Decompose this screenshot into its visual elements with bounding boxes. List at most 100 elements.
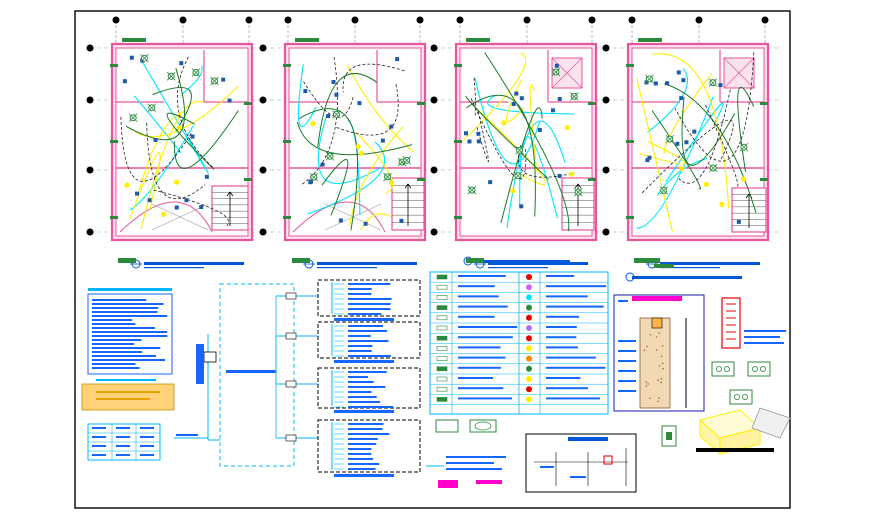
outlet-symbol — [557, 96, 562, 101]
circuit-wire — [317, 73, 378, 148]
stair-arrow — [404, 183, 412, 226]
legend-symbol — [526, 345, 532, 352]
circuit-tag — [760, 178, 768, 181]
circuit-tag — [626, 216, 634, 219]
table-cell-text — [116, 454, 130, 456]
grounding-label — [618, 340, 636, 342]
legend-description — [546, 377, 581, 379]
circuit-wire — [639, 140, 686, 165]
circuit-tag — [638, 38, 662, 42]
light-fixture-cross — [513, 171, 523, 181]
soil-dot — [643, 349, 646, 352]
table-cell-text — [116, 427, 130, 429]
outlet-symbol — [476, 139, 481, 144]
outlet-symbol — [122, 79, 127, 84]
panel-circuit-text — [348, 433, 390, 435]
soil-dot — [655, 336, 658, 338]
circuit-tag — [110, 216, 118, 219]
light-fixture-cross — [659, 186, 669, 195]
grid-bubble — [602, 44, 610, 52]
soil-dot — [660, 355, 663, 358]
circuit-wire — [299, 108, 359, 231]
soil-dot — [657, 379, 659, 381]
detail-box — [435, 419, 459, 433]
soil-dot — [658, 365, 661, 367]
outlet-symbol — [647, 155, 652, 160]
legend-description — [546, 356, 596, 359]
grid-bubble — [284, 16, 292, 24]
circuit-wire — [678, 89, 731, 184]
panel-circuit-text — [348, 335, 371, 337]
notes-frame — [87, 293, 173, 375]
circuit-wire — [484, 52, 570, 232]
plan-title-bar — [317, 262, 417, 265]
panel-circuit-text — [348, 448, 372, 450]
circuit-tag — [244, 102, 252, 105]
soil-dot — [662, 362, 664, 365]
circuit-wire — [166, 112, 215, 170]
panel-circuit-text — [348, 298, 392, 300]
summary-text — [96, 391, 160, 393]
plan-tag — [654, 264, 674, 268]
grounding-title — [632, 296, 682, 301]
outlet-symbol — [676, 70, 681, 75]
panel-circuit-text — [348, 386, 386, 388]
circuit-wire — [321, 158, 349, 216]
panel-title-bar — [334, 410, 394, 413]
soil-dot — [645, 381, 647, 383]
riser-diagram — [174, 283, 318, 467]
circuit-tag — [283, 216, 291, 219]
plan-tag — [634, 258, 660, 263]
legend-description — [546, 275, 575, 277]
detail-socket — [474, 421, 492, 431]
soil-dot — [647, 383, 649, 385]
legend-symbol — [526, 284, 532, 291]
panel-circuit-text — [348, 458, 374, 460]
switch-toggle — [666, 432, 672, 440]
circuit-wire — [152, 86, 192, 132]
meter-detail-title — [568, 437, 608, 441]
circuit-wire — [173, 110, 239, 169]
circuit-wire — [674, 52, 755, 162]
legend-description — [458, 315, 495, 318]
circuit-wire — [335, 84, 399, 136]
light-fixture-cross — [551, 67, 561, 77]
circuit-wire — [652, 53, 730, 209]
legend-symbol — [526, 355, 532, 362]
light-fixture-cross — [665, 134, 675, 144]
circuit-wire — [153, 189, 229, 227]
summary-title-bar — [96, 379, 156, 381]
device-plate — [747, 361, 771, 377]
load-table — [87, 423, 161, 461]
grounding-label — [618, 350, 636, 352]
legend-symbol — [436, 397, 448, 402]
legend-symbol — [436, 274, 448, 280]
circuit-tag — [283, 140, 291, 143]
outlet-symbol — [199, 205, 204, 210]
outlet-symbol — [129, 55, 134, 60]
circuit-wire — [297, 64, 317, 127]
meter-detail-frame — [525, 433, 637, 493]
junction-box — [501, 120, 507, 126]
legend-description — [458, 326, 518, 328]
notes-title-bar — [88, 288, 172, 291]
light-fixture-cross — [332, 110, 341, 119]
circuit-tag — [283, 64, 291, 67]
notes-text-line — [92, 303, 164, 305]
summary-text — [96, 398, 150, 400]
panel-circuit-text — [348, 340, 389, 342]
legend-description — [458, 356, 506, 359]
panel-circuit-text — [348, 325, 383, 327]
legend-description — [546, 366, 606, 369]
breaker-symbol — [285, 332, 297, 340]
outlet-symbol — [679, 96, 684, 101]
legend-symbol — [436, 284, 448, 290]
legend-symbol — [436, 356, 448, 361]
circuit-wire — [473, 77, 477, 116]
panel-circuit-text — [348, 438, 378, 440]
panel-schedule-frame — [317, 419, 421, 473]
highlight-label — [438, 480, 458, 488]
table-cell-text — [140, 436, 154, 438]
panel-schedule-1 — [317, 279, 421, 321]
